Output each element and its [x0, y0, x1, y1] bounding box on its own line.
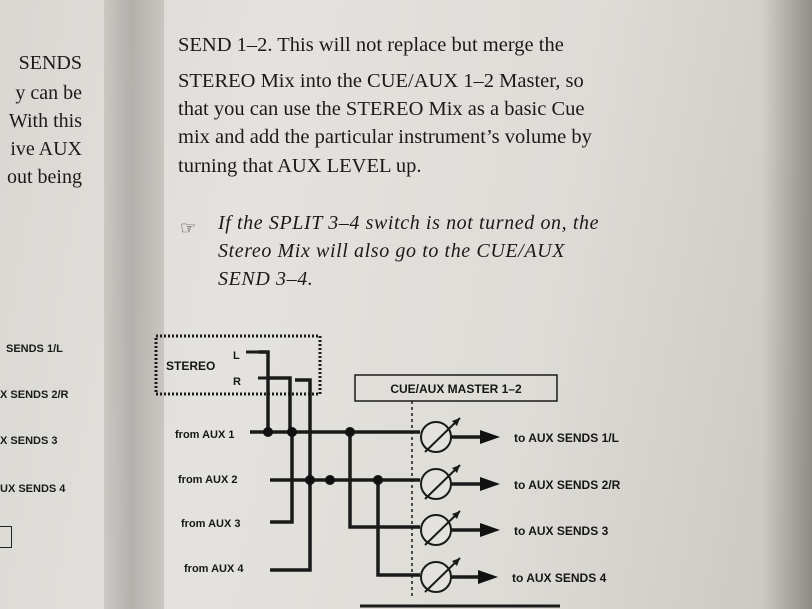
left-text-fragment: y can be: [15, 82, 82, 104]
left-text-fragment: With this: [8, 110, 82, 132]
junction-dot: [373, 475, 383, 485]
stereo-dotted-box: [154, 334, 322, 396]
stereo-label: STEREO: [166, 359, 215, 373]
pot-2: [420, 464, 461, 500]
note-text-line: If the SPLIT 3–4 switch is not turned on…: [218, 212, 600, 234]
aux4-wire: [270, 480, 312, 572]
stereo-r-wire: [295, 378, 312, 480]
body-text-line: turning that AUX LEVEL up.: [178, 155, 422, 177]
junction-dot: [345, 427, 355, 437]
left-diagram-label: X SENDS 3: [0, 435, 58, 447]
output-label-1: to AUX SENDS 1/L: [514, 431, 619, 445]
input-label-aux4: from AUX 4: [184, 563, 244, 575]
body-text-line: SEND 1–2. This will not replace but merg…: [178, 34, 564, 56]
output-arrow-4: [451, 570, 498, 584]
output-arrow-2: [451, 477, 500, 491]
output-label-4: to AUX SENDS 4: [512, 571, 607, 585]
aux1-branch: [348, 432, 420, 529]
left-diagram-label: UX SENDS 4: [0, 483, 66, 495]
cue-aux-master-box: [354, 374, 558, 402]
left-channel-label: L: [233, 350, 240, 362]
junction-dot: [263, 427, 273, 437]
stereo-l-wire: [258, 350, 270, 432]
output-label-2: to AUX SENDS 2/R: [514, 478, 621, 492]
page-gutter-shadow: [104, 0, 164, 609]
cue-aux-master-label: CUE/AUX MASTER 1–2: [390, 382, 522, 396]
left-box-fragment: [0, 526, 12, 548]
input-label-aux2: from AUX 2: [178, 474, 238, 486]
junction-dot: [287, 427, 297, 437]
left-text-fragment: out being: [7, 166, 82, 188]
pot-3: [420, 510, 461, 546]
body-text-line: that you can use the STEREO Mix as a bas…: [178, 98, 585, 120]
output-arrow-3: [451, 523, 500, 537]
left-diagram-label: X SENDS 2/R: [0, 389, 69, 401]
junction-dot: [305, 475, 315, 485]
output-label-3: to AUX SENDS 3: [514, 524, 609, 538]
right-channel-label: R: [233, 376, 241, 388]
pot-1: [420, 417, 461, 453]
note-text-line: Stereo Mix will also go to the CUE/AUX: [218, 240, 566, 262]
body-text-line: mix and add the particular instrument’s …: [178, 126, 592, 148]
left-text-fragment: ive AUX: [10, 138, 82, 160]
aux2-branch: [376, 480, 420, 577]
body-text-line: STEREO Mix into the CUE/AUX 1–2 Master, …: [178, 70, 584, 92]
left-text-fragment: SENDS: [18, 52, 82, 74]
aux3-wire: [270, 432, 294, 524]
pot-4: [420, 557, 461, 593]
output-arrow-1: [451, 430, 500, 444]
note-text-line: SEND 3–4.: [218, 268, 314, 290]
pointing-hand-icon: ☞: [180, 218, 197, 238]
left-diagram-label: SENDS 1/L: [6, 343, 63, 355]
stereo-r-wire-part: [268, 376, 292, 432]
input-label-aux3: from AUX 3: [181, 518, 241, 530]
input-label-aux1: from AUX 1: [175, 429, 235, 441]
page-edge-shadow: [762, 0, 812, 609]
junction-dot: [325, 475, 335, 485]
